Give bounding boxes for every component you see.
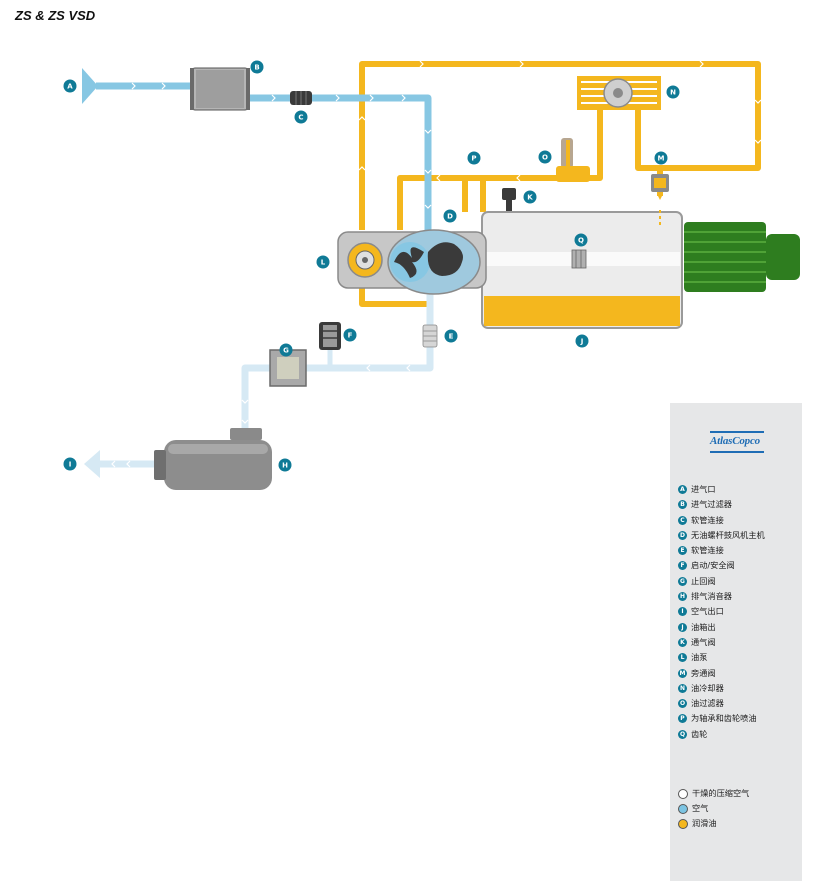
logo-rule-top <box>710 431 764 433</box>
oil-filter <box>556 138 590 182</box>
svg-text:G: G <box>283 347 289 355</box>
svg-text:B: B <box>254 64 259 72</box>
tag-m: M <box>654 151 668 165</box>
svg-text:E: E <box>449 333 454 341</box>
compressed-air-line <box>306 292 434 372</box>
tag-j: J <box>575 334 589 348</box>
logo-rule-bottom <box>710 451 764 453</box>
tag-p: P <box>467 151 481 165</box>
tag-b: B <box>250 60 264 74</box>
svg-text:M: M <box>658 155 665 163</box>
tag-n: N <box>666 85 680 99</box>
bypass-valve <box>651 174 669 200</box>
tag-o: O <box>538 150 552 164</box>
svg-text:A: A <box>67 83 73 91</box>
oil-cooler <box>577 76 661 110</box>
tag-q: Q <box>574 233 588 247</box>
safety-valve <box>319 322 341 350</box>
hose-connection-c <box>290 91 312 105</box>
tag-f: F <box>343 328 357 342</box>
tag-l: L <box>316 255 330 269</box>
svg-text:K: K <box>527 194 533 202</box>
svg-text:D: D <box>447 213 453 221</box>
air-outlet <box>84 450 100 478</box>
svg-text:I: I <box>69 461 72 469</box>
inlet-filter <box>190 67 250 111</box>
tag-g: G <box>279 343 293 357</box>
oil-tank <box>481 210 683 329</box>
oil-line-top-loop <box>359 61 761 230</box>
air-inlet <box>82 68 98 104</box>
svg-text:P: P <box>471 155 476 163</box>
oil-pump <box>347 242 383 278</box>
key-air: 空气 <box>678 801 749 816</box>
svg-text:F: F <box>348 332 353 340</box>
page-title: ZS & ZS VSD <box>15 8 96 23</box>
svg-text:O: O <box>542 154 548 162</box>
compressed-air-line-2 <box>241 364 270 440</box>
svg-text:J: J <box>580 338 584 346</box>
tag-i: I <box>63 457 77 471</box>
tag-d: D <box>443 209 457 223</box>
color-key: 干燥的压缩空气 空气 润滑油 <box>678 786 749 831</box>
vent-valve <box>502 188 516 212</box>
svg-text:H: H <box>282 462 288 470</box>
discharge-silencer <box>154 428 272 490</box>
motor <box>684 222 800 292</box>
svg-text:C: C <box>298 114 303 122</box>
svg-text:Q: Q <box>578 237 584 245</box>
svg-text:L: L <box>321 259 326 267</box>
key-lubricating-oil: 润滑油 <box>678 816 749 831</box>
component-tags: A B C D E F G H I J K L M N O P Q <box>63 60 680 472</box>
tag-h: H <box>278 458 292 472</box>
brand-logo: AtlasCopco <box>710 435 760 447</box>
tag-k: K <box>523 190 537 204</box>
svg-text:N: N <box>670 89 676 97</box>
tag-c: C <box>294 110 308 124</box>
key-dry-compressed-air: 干燥的压缩空气 <box>678 786 749 801</box>
tag-e: E <box>444 329 458 343</box>
tag-a: A <box>63 79 77 93</box>
flow-arrows <box>111 60 762 468</box>
oil-line-cooler-to-filter <box>397 108 603 230</box>
hose-connection-e <box>422 324 438 348</box>
